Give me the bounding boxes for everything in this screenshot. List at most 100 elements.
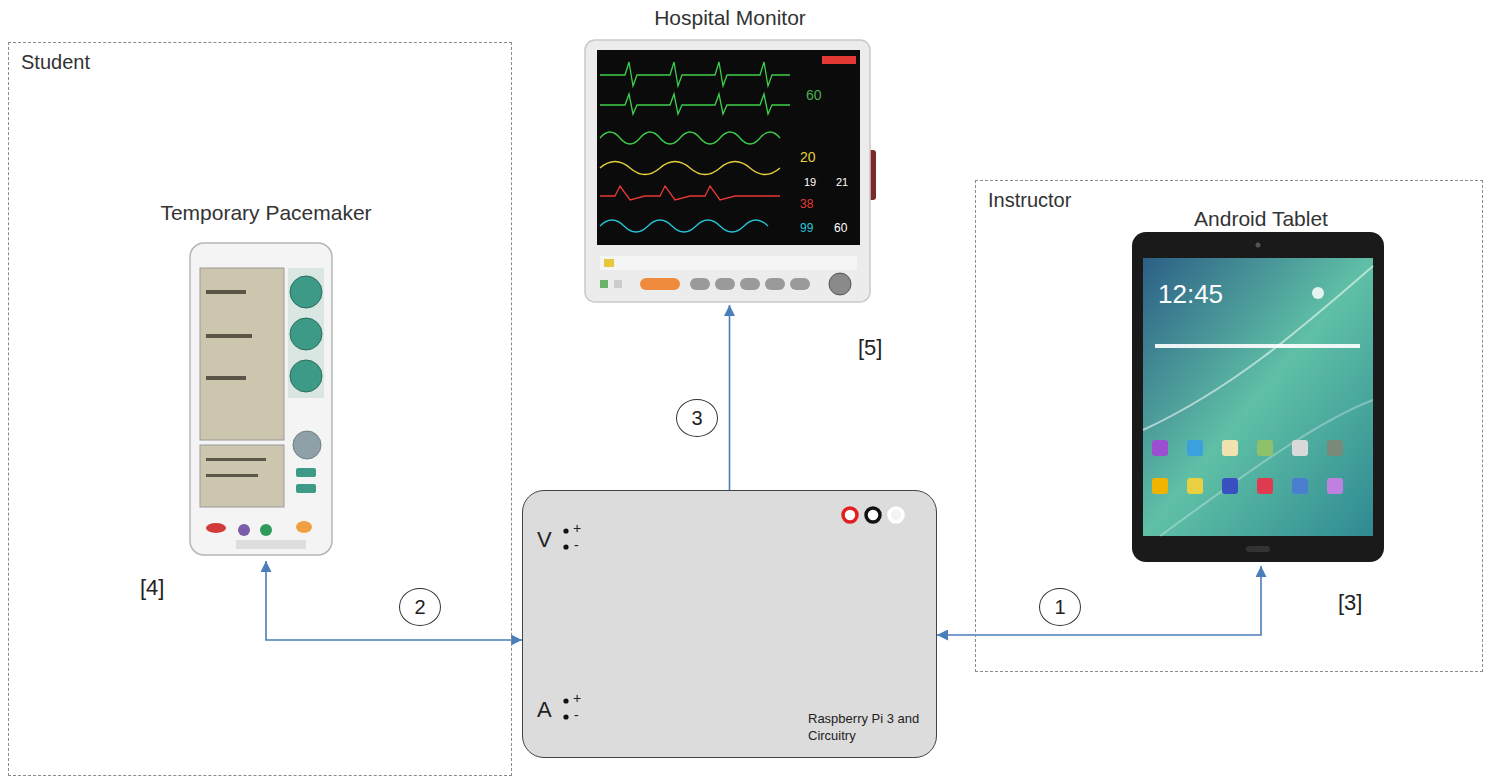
search-bar [1155, 344, 1360, 348]
pacemaker-button [296, 468, 316, 477]
step-number: 1 [1039, 588, 1081, 626]
app-icon [1222, 440, 1238, 456]
wallpaper-curve [1160, 400, 1373, 536]
step-number: 2 [399, 588, 441, 626]
pacemaker-knob [290, 360, 322, 392]
step-number: 3 [676, 399, 718, 437]
app-icon [1152, 478, 1168, 494]
pin-sign: + [573, 521, 581, 536]
clock-reading: 12:45 [1158, 280, 1223, 309]
tablet-camera [1256, 243, 1261, 248]
pin-dot [563, 544, 568, 549]
app-icon [1292, 440, 1308, 456]
monitor-led [614, 280, 622, 288]
screen-mark [206, 334, 252, 338]
vital-reading: 38 [800, 198, 813, 211]
monitor-led [600, 280, 608, 288]
monitor-status-strip [600, 256, 857, 270]
monitor-button [740, 278, 760, 290]
app-icon [1292, 478, 1308, 494]
monitor-button [715, 278, 735, 290]
spo2-trace [600, 220, 768, 232]
pin-sign: - [574, 538, 579, 553]
app-icon [1222, 478, 1238, 494]
pacemaker-button [260, 524, 272, 536]
device-node: Hospital Monitor [564, 2, 896, 305]
monitor-button [640, 278, 680, 290]
callout-number: [5] [858, 336, 882, 360]
pacemaker-illustration [190, 243, 332, 555]
pressure-trace [600, 186, 780, 200]
wallpaper-curve [1143, 266, 1373, 430]
connector-arrow [937, 566, 1261, 635]
knob-panel [288, 268, 324, 398]
status-icon [604, 259, 614, 267]
connector-arrow [266, 561, 522, 640]
pacemaker-screen [200, 445, 284, 507]
monitor-housing [585, 40, 870, 302]
device-node: Android Tablet [1105, 203, 1417, 566]
pacemaker-plate [236, 540, 306, 549]
group-label: Instructor [976, 181, 1083, 220]
app-icon [1187, 440, 1203, 456]
ecg-trace [600, 94, 790, 114]
pacemaker-body [190, 243, 332, 555]
pacemaker-logo [206, 523, 226, 533]
pacemaker-knob [290, 318, 322, 350]
alarm-readout [822, 56, 856, 64]
white-terminal [889, 508, 903, 522]
board-label: Raspberry Pi 3 and Circuitry [808, 711, 920, 745]
vital-reading: 99 [800, 222, 813, 235]
screen-mark [206, 474, 258, 477]
vital-reading: 60 [834, 222, 847, 235]
device-node: Temporary Pacemaker [125, 197, 407, 561]
tablet-screen [1143, 258, 1373, 536]
callout-number: [4] [140, 576, 164, 600]
vital-reading: 20 [800, 150, 816, 165]
terminal-name: V [537, 528, 552, 552]
monitor-knob [829, 273, 851, 295]
tablet-body [1132, 232, 1384, 562]
home-button [1246, 546, 1270, 552]
resp-trace [600, 162, 780, 175]
tablet-illustration [1132, 232, 1384, 562]
black-terminal [866, 508, 880, 522]
pin-dot [563, 714, 568, 719]
vital-reading: 19 [804, 176, 816, 188]
red-terminal [843, 508, 857, 522]
pacemaker-button [296, 521, 312, 533]
device-title: Android Tablet [1105, 207, 1417, 231]
screen-mark [206, 376, 246, 380]
pacemaker-button [238, 524, 250, 536]
monitor-illustration [585, 40, 876, 302]
pacemaker-button [296, 484, 316, 493]
pleth-trace [600, 132, 780, 144]
group-label: Student [9, 43, 102, 82]
device-title: Hospital Monitor [564, 6, 896, 30]
monitor-button [690, 278, 710, 290]
pacemaker-dial [293, 431, 321, 459]
pin-sign: + [573, 691, 581, 706]
app-icon [1327, 478, 1343, 494]
weather-icon [1312, 287, 1324, 299]
pacemaker-screen [200, 268, 284, 440]
terminal-name: A [537, 698, 552, 722]
app-icon [1257, 440, 1273, 456]
pin-dot [563, 528, 568, 533]
app-icon [1327, 440, 1343, 456]
vital-reading: 60 [806, 88, 822, 103]
app-icon [1152, 440, 1168, 456]
board-box: Raspberry Pi 3 and Circuitry [522, 490, 937, 758]
monitor-screen [597, 50, 860, 245]
app-icon [1257, 478, 1273, 494]
group-region: StudentTemporary Pacemaker [8, 42, 512, 776]
connector-arrow [729, 305, 731, 490]
app-icon [1187, 478, 1203, 494]
callout-number: [3] [1338, 591, 1362, 615]
monitor-button [765, 278, 785, 290]
device-title: Temporary Pacemaker [125, 201, 407, 225]
screen-mark [206, 290, 246, 294]
monitor-button [790, 278, 810, 290]
ecg-trace [600, 62, 790, 86]
pacemaker-knob [290, 276, 322, 308]
